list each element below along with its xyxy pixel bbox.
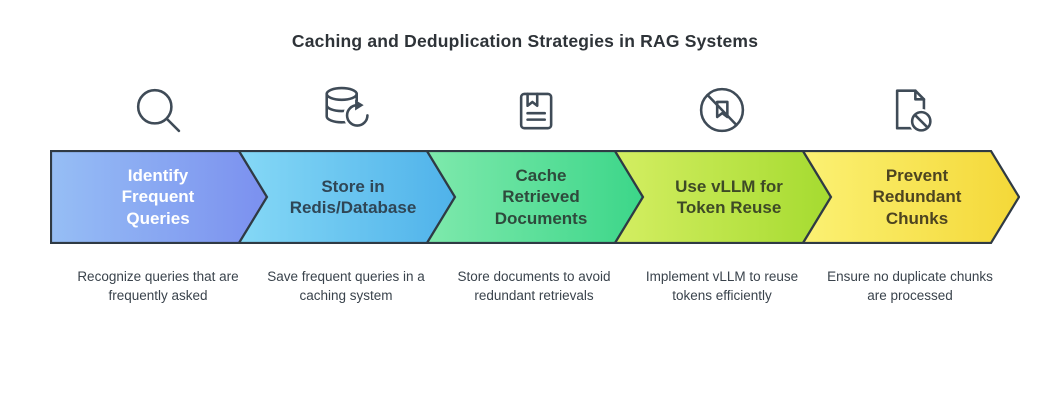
step-description: Ensure no duplicate chunks are processed <box>827 269 993 303</box>
step-title: Use vLLM for Token Reuse <box>675 176 783 217</box>
step-description: Implement vLLM to reuse tokens efficient… <box>645 269 799 303</box>
step-description: Save frequent queries in a caching syste… <box>267 269 425 303</box>
step-arrow <box>801 150 1020 244</box>
icon-cell <box>252 80 440 140</box>
icon-cell <box>816 80 1004 140</box>
no-token-icon <box>699 87 745 133</box>
step-title: Store in Redis/Database <box>289 176 417 217</box>
descriptions-row: Recognize queries that are frequently as… <box>64 268 1004 306</box>
step-title: Identify Frequent Queries <box>121 166 195 228</box>
step-title: Cache Retrieved Documents <box>494 166 588 228</box>
icons-row <box>64 80 1004 140</box>
step-title: Prevent Redundant Chunks <box>872 166 962 228</box>
diagram-title: Caching and Deduplication Strategies in … <box>291 31 759 51</box>
page-block-icon <box>895 89 934 134</box>
titles-row: Identify Frequent Queries Store in Redis… <box>64 150 1004 244</box>
icon-cell <box>628 80 816 140</box>
step-description: Recognize queries that are frequently as… <box>77 269 239 303</box>
icon-cell <box>440 80 628 140</box>
database-refresh-icon <box>325 86 372 130</box>
process-arrow-band <box>50 150 1020 244</box>
step-description: Store documents to avoid redundant retri… <box>457 269 611 303</box>
icon-cell <box>64 80 252 140</box>
document-icon <box>519 92 553 130</box>
search-icon <box>136 88 181 133</box>
